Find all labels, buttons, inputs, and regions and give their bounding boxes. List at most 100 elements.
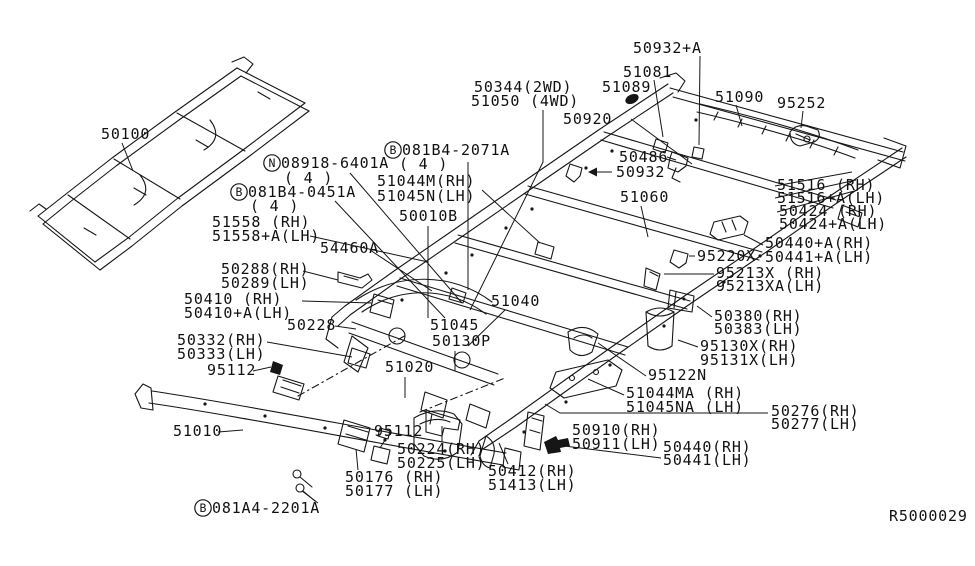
part-icon-50380-hole [682, 297, 686, 301]
leader-line-95122N [597, 342, 647, 377]
part-icon-50288 [337, 271, 373, 289]
part-label-50412RH: 50412(RH) [488, 462, 576, 480]
part-icon-50486 [667, 151, 689, 183]
part-label-51558RH: 51558 (RH) [212, 213, 310, 231]
part-label-N6401A: 08918-6401A [281, 154, 389, 172]
part-label-51020: 51020 [385, 358, 434, 376]
part-label-95130XRH: 95130X(RH) [700, 337, 798, 355]
part-icon-95252 [789, 125, 820, 147]
leader-line-95112b [379, 439, 386, 449]
prefix-circle-B0451A [230, 183, 248, 201]
part-icon-95213X [643, 267, 661, 291]
leader-line-50276RH [544, 403, 768, 414]
part-icon-50176 [337, 419, 371, 453]
small-part-icons-art [270, 93, 820, 469]
leader-line-95112a [252, 366, 272, 372]
part-label-50486: 50486 [619, 148, 668, 166]
part-label-50910RH: 50910(RH) [572, 421, 660, 439]
leader-line-50920 [630, 118, 693, 165]
part-label-50225LH: 50225(LH) [397, 454, 485, 472]
leader-lines [121, 55, 859, 504]
part-label-95213XLH: 95213XA(LH) [716, 277, 824, 295]
part-label-50333LH: 50333(LH) [177, 345, 265, 363]
leader-line-50486 [666, 156, 677, 161]
leader-line-51090 [735, 104, 743, 127]
leader-line-51081 [653, 79, 664, 138]
main-frame-art [325, 72, 907, 456]
part-label-95112b: 95112 [374, 422, 423, 440]
part-label-51413LH: 51413(LH) [488, 476, 576, 494]
part-icon-50440 [523, 411, 545, 451]
part-label-51516LH: 51516+A(LH) [777, 189, 885, 207]
part-label-q2071: ( 4 ) [399, 155, 448, 173]
part-label-51040: 51040 [491, 292, 540, 310]
part-label-50100: 50100 [101, 125, 150, 143]
prefix-circle-B2071A [384, 141, 402, 159]
part-label-50130P: 50130P [432, 332, 491, 350]
leader-line-50288RH [302, 270, 339, 281]
part-label-50224RH: 50224(RH) [397, 440, 485, 458]
part-icon-50332 [347, 347, 371, 369]
leader-line-51044MA [587, 378, 625, 396]
leader-line-50440ARH [743, 234, 764, 246]
leader-line-51516RH [774, 171, 853, 187]
leader-line-50100 [121, 142, 134, 172]
leader-line-51060 [640, 205, 649, 238]
part-label-50441ALH: 50441+A(LH) [765, 248, 873, 266]
part-icon-50224 [425, 409, 461, 437]
part-label-50932: 50932 [616, 163, 665, 181]
part-label-95122N: 95122N [648, 366, 707, 384]
part-icon-51081 [652, 138, 669, 154]
leader-line-50424RH [776, 189, 859, 213]
part-icon-50410 [369, 293, 395, 319]
prefix-letter-B2201A: B [200, 501, 207, 515]
part-label-51081: 51081 [623, 63, 672, 81]
part-icon-95252-hole [803, 135, 811, 143]
part-label-50289LH: 50289(LH) [221, 274, 309, 292]
part-label-50010B: 50010B [399, 207, 458, 225]
prefix-circle-N6401A [263, 154, 281, 172]
part-label-50440RH: 50440(RH) [663, 438, 751, 456]
part-label-50911LH: 50911(LH) [572, 435, 660, 453]
complete-frame-art [29, 56, 310, 271]
part-label-95213XRH: 95213X (RH) [716, 264, 824, 282]
part-label-B2071A: 081B4-2071A [402, 141, 510, 159]
part-label-51044M: 51044M(RH) [377, 172, 475, 190]
part-label-95112a: 95112 [207, 361, 256, 379]
leader-line-50412RH [498, 442, 509, 465]
part-label-50228: 50228 [287, 316, 336, 334]
part-label-54460A: 54460A [320, 239, 379, 257]
leader-line-50440RH [547, 443, 662, 459]
part-label-50424LH: 50424+A(LH) [779, 215, 887, 233]
leader-line-51010 [217, 429, 244, 433]
part-label-95220X: 95220X [697, 247, 756, 265]
part-icon-95220X [669, 249, 689, 269]
part-label-50277LH: 50277(LH) [771, 415, 859, 433]
leader-line-B0451A [334, 200, 446, 319]
leader-line-N6401A [349, 172, 463, 304]
part-icon-50932 [565, 163, 583, 183]
part-label-50410RH: 50410 (RH) [184, 290, 282, 308]
leader-line-50176RH [355, 448, 359, 471]
part-icon-50440A [709, 215, 749, 241]
part-icon-95122N [567, 326, 599, 357]
part-label-50424RH: 50424 (RH) [779, 202, 877, 220]
part-label-50332RH: 50332(RH) [177, 331, 265, 349]
part-icon-50412 [413, 410, 463, 460]
part-label-50932A: 50932+A [633, 39, 702, 57]
leader-line-51050 [469, 110, 544, 311]
part-label-50383LH: 50383(LH) [714, 320, 802, 338]
part-icon-50932A [691, 146, 705, 160]
leader-line-B2201A [301, 490, 319, 504]
part-icon-95112a-clip [270, 361, 283, 375]
part-label-50440ARH: 50440+A(RH) [765, 234, 873, 252]
part-label-B0451A: 081B4-0451A [248, 183, 356, 201]
part-label-51045NA: 51045NA (LH) [626, 398, 744, 416]
part-label-50344: 50344(2WD) [474, 78, 572, 96]
leader-line-51558RH [309, 235, 429, 263]
part-icon-95130X [645, 307, 675, 351]
part-icon-95112a [272, 375, 305, 401]
